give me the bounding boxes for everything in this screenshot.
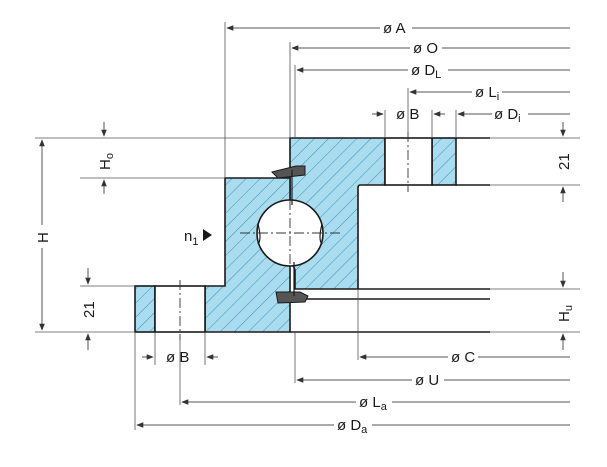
ball-element (240, 199, 340, 270)
dimension-B-bottom: ø B (142, 349, 218, 366)
dim-label-21-top: 21 (556, 153, 573, 170)
dimension-Di: ø Di (457, 106, 570, 125)
dimension-U: ø U (296, 372, 570, 389)
dim-label-U: ø U (415, 372, 439, 389)
dimension-DL: ø DL (296, 62, 570, 81)
dim-label-Hu: Hu (556, 305, 575, 322)
dimension-C: ø C (359, 349, 570, 366)
n1-arrow-icon (203, 229, 212, 241)
dim-label-La: ø La (359, 394, 388, 413)
dimension-21-bottom: 21 (81, 268, 98, 350)
dimension-21-top: 21 (556, 122, 573, 202)
ring-edge-lines (290, 137, 490, 333)
dimension-Li: ø Li (409, 84, 570, 103)
dimension-B-top: ø B (372, 106, 445, 123)
n1-label: n1 (184, 228, 198, 248)
dim-label-H: H (35, 232, 52, 243)
dimension-A: ø A (226, 20, 570, 37)
dim-label-Li: ø Li (475, 84, 499, 103)
dim-label-B-bottom: ø B (166, 349, 189, 366)
extension-lines (35, 22, 580, 430)
dim-label-B-top: ø B (396, 106, 419, 123)
dimension-La: ø La (181, 394, 570, 413)
dimension-Da: ø Da (136, 417, 570, 436)
dim-label-O: ø O (413, 40, 438, 57)
dimension-H: H (35, 139, 52, 331)
dim-label-A: ø A (383, 20, 406, 37)
dim-label-C: ø C (451, 349, 475, 366)
dim-label-DL: ø DL (411, 62, 441, 81)
dimension-Hu: Hu (556, 272, 575, 350)
dim-label-Di: ø Di (494, 106, 521, 125)
bolt-hole-top (384, 137, 433, 186)
dim-label-Da: ø Da (337, 417, 368, 436)
seal-bottom (275, 262, 309, 304)
dim-label-21-bottom: 21 (81, 301, 98, 318)
seal-top (271, 165, 306, 205)
dim-label-Ho: Ho (97, 153, 116, 170)
dimension-O: ø O (291, 40, 570, 57)
dimension-Ho: Ho (97, 122, 116, 194)
